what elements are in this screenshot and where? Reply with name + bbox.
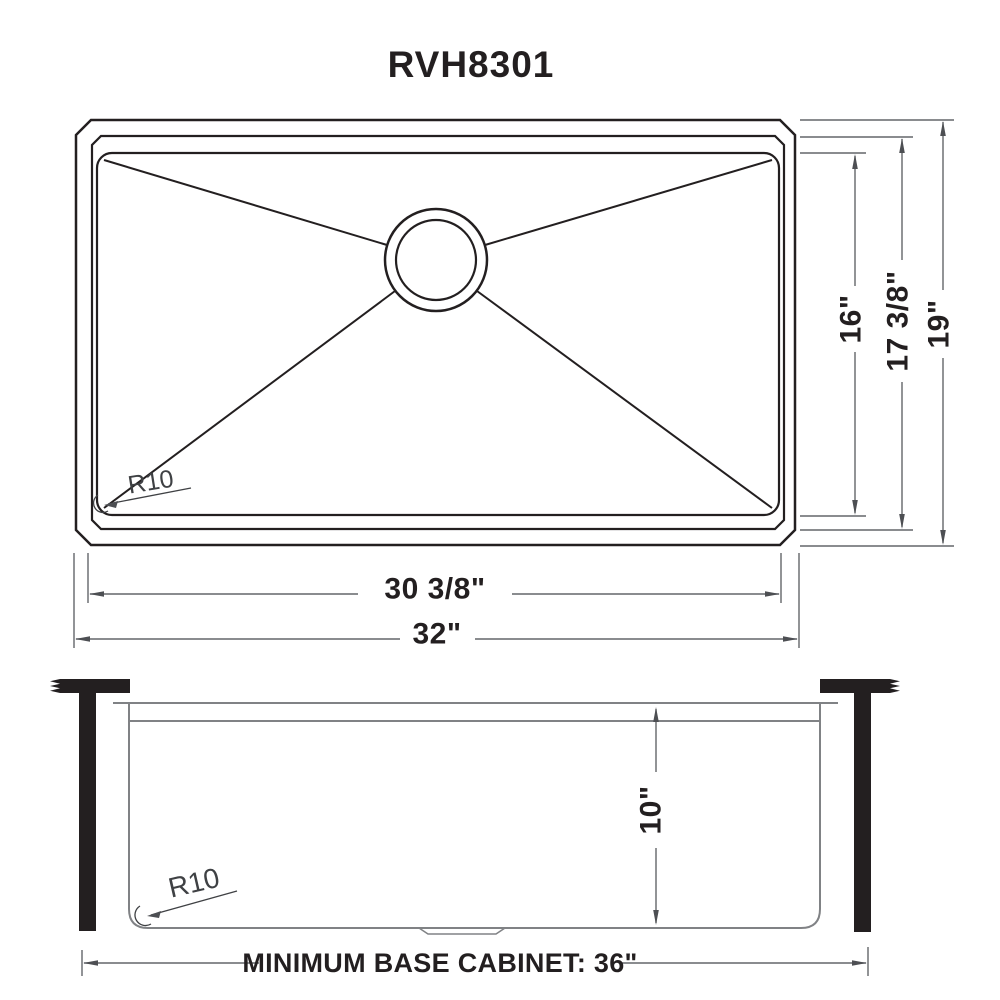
- cabinet-wall-right: [854, 693, 871, 932]
- cabinet-note: MINIMUM BASE CABINET: 36": [242, 948, 637, 978]
- arrow-down-icon: [940, 530, 946, 545]
- drain-fitting: [416, 927, 508, 935]
- arrow-right-icon: [852, 960, 867, 966]
- sink-rim-edge: [90, 134, 786, 531]
- top-radius-label: R10: [126, 465, 176, 500]
- dim-overall-width: 32": [412, 618, 461, 651]
- cabinet-wall-left: [79, 693, 96, 931]
- dim-overall-depth: 19": [923, 299, 956, 348]
- radius-leader-arrow: [147, 911, 161, 918]
- slope-line-bottom-left: [103, 290, 396, 509]
- top-view: R10: [74, 118, 797, 547]
- radius-leader-line: [150, 890, 238, 916]
- radius-leader-arrow: [104, 501, 118, 508]
- radius-arc: [92, 494, 109, 514]
- slope-line-bottom-right: [476, 290, 773, 509]
- cabinet-dimension: MINIMUM BASE CABINET: 36": [81, 947, 869, 978]
- arrow-up-icon: [653, 707, 659, 722]
- drain-inner-circle: [394, 218, 478, 302]
- basin-opening: [95, 151, 781, 517]
- slope-line-top-left: [103, 159, 388, 246]
- arrow-down-icon: [653, 910, 659, 925]
- sink-outer-edge: [74, 118, 797, 547]
- side-view: 10" R10 MINIMUM BASE CABINET: 36": [50, 679, 900, 978]
- drain-outer-circle: [383, 207, 489, 313]
- dim-rim-depth: 17 3/8": [882, 270, 915, 371]
- dim-basin-width: 30 3/8": [384, 573, 485, 606]
- top-radius-callout: R10: [92, 465, 192, 514]
- countertop-right: [820, 679, 900, 693]
- arrow-left-icon: [89, 591, 104, 597]
- radius-arc: [134, 905, 152, 927]
- countertop-left: [50, 679, 130, 693]
- arrow-up-icon: [940, 121, 946, 136]
- arrow-down-icon: [899, 514, 905, 529]
- arrow-up-icon: [899, 138, 905, 153]
- arrow-left-icon: [75, 636, 90, 642]
- bowl-profile: [128, 703, 821, 929]
- dim-basin-depth: 16": [835, 294, 868, 343]
- width-dimensions: 30 3/8" 32": [73, 553, 800, 651]
- arrow-right-icon: [765, 591, 780, 597]
- radius-leader-line: [107, 487, 192, 505]
- page-title: RVH8301: [388, 44, 555, 85]
- arrow-right-icon: [783, 636, 798, 642]
- side-radius-callout: R10: [134, 862, 238, 927]
- slope-line-top-right: [484, 159, 773, 246]
- dim-bowl-depth: 10": [635, 785, 668, 834]
- depth-dimensions: 16" 17 3/8" 19": [800, 119, 956, 547]
- arrow-left-icon: [83, 960, 98, 966]
- arrow-down-icon: [852, 500, 858, 515]
- arrow-up-icon: [852, 154, 858, 169]
